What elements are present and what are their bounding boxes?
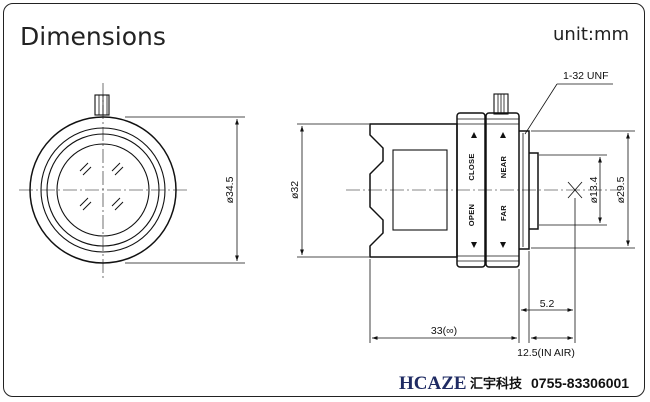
lens-body-outline [369, 123, 458, 258]
iris-open-label: OPEN [467, 204, 476, 226]
lens-dimension-drawing: Dimensions unit:mm ø34.5 [19, 22, 635, 394]
back-focus-label: 12.5(IN AIR) [517, 347, 575, 359]
brand-phone: 0755-83306001 [531, 375, 629, 391]
iris-close-label: CLOSE [467, 153, 476, 180]
brand-footer: HCAZE 汇宇科技 0755-83306001 [399, 373, 629, 394]
focus-ring [485, 112, 520, 268]
front-view: ø34.5 [19, 83, 245, 281]
drawing-frame: Dimensions unit:mm ø34.5 [3, 3, 645, 397]
rear-outer-diameter-label: ø29.5 [615, 176, 627, 203]
side-view: ø32 CLOSE OPEN NEAR FAR [289, 70, 635, 359]
mount-flange [519, 130, 530, 250]
close-arrow-icon [471, 132, 477, 138]
focus-near-label: NEAR [499, 155, 508, 178]
front-diameter-label: ø34.5 [224, 176, 236, 203]
glass-reflection-marks [79, 162, 124, 211]
unit-label: unit:mm [553, 24, 629, 45]
far-arrow-icon [500, 242, 506, 248]
rear-element [529, 152, 539, 230]
page-title: Dimensions [20, 22, 166, 51]
rear-inner-diameter-label: ø13.4 [588, 176, 600, 203]
open-arrow-icon [471, 242, 477, 248]
body-diameter-label: ø32 [289, 181, 301, 199]
flange-length-label: 5.2 [540, 298, 555, 310]
lens-body-window [392, 149, 448, 231]
body-length-label: 33(∞) [431, 325, 457, 337]
brand-logo: HCAZE [399, 373, 467, 394]
brand-name: 汇宇科技 [470, 376, 523, 392]
iris-ring [456, 112, 486, 268]
thread-label: 1-32 UNF [563, 70, 609, 82]
focus-far-label: FAR [499, 205, 508, 221]
near-arrow-icon [500, 132, 506, 138]
